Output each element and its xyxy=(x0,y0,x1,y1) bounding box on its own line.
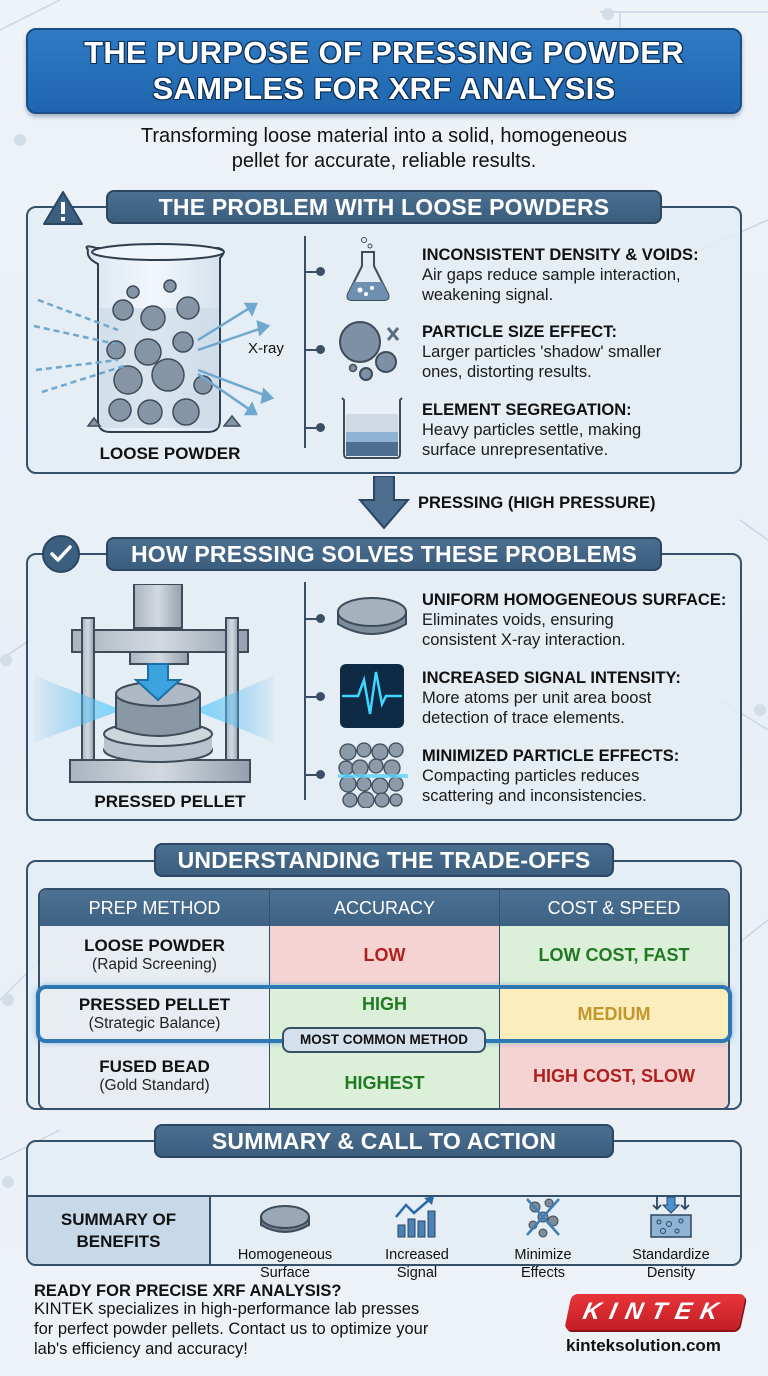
pressed-pellet-press-illustration xyxy=(34,584,274,783)
density-press-icon xyxy=(650,1196,692,1238)
flask-icon xyxy=(346,237,390,301)
problem-item-title: ELEMENT SEGREGATION: xyxy=(422,401,632,419)
compacted-particles-icon xyxy=(338,742,408,808)
cta-title: READY FOR PRECISE XRF ANALYSIS? xyxy=(34,1282,342,1300)
solution-item-title: UNIFORM HOMOGENEOUS SURFACE: xyxy=(422,591,727,609)
bar-chart-up-icon xyxy=(395,1196,436,1238)
sediment-beaker-icon xyxy=(341,397,403,459)
column-header: PREP METHOD xyxy=(40,890,270,926)
method-name: FUSED BEAD xyxy=(99,1057,210,1076)
solution-heading: HOW PRESSING SOLVES THESE PROBLEMS xyxy=(106,537,662,571)
connector-dot xyxy=(316,692,325,701)
summary-heading: SUMMARY & CALL TO ACTION xyxy=(154,1124,614,1158)
table-header-row: PREP METHOD ACCURACY COST & SPEED xyxy=(40,890,728,926)
solution-connector-line xyxy=(304,582,306,800)
page-title: THE PURPOSE OF PRESSING POWDER SAMPLES F… xyxy=(84,35,684,106)
table-row: LOOSE POWDER (Rapid Screening) LOW LOW C… xyxy=(40,926,728,984)
kintek-logo[interactable]: KINTEK xyxy=(564,1294,746,1330)
accuracy-value: HIGHEST xyxy=(344,1073,425,1093)
connector-dot xyxy=(316,423,325,432)
problem-item-desc: Air gaps reduce sample interaction,weake… xyxy=(422,266,681,304)
column-header: COST & SPEED xyxy=(500,890,728,926)
method-use: (Strategic Balance) xyxy=(88,1015,221,1032)
connector-dot xyxy=(316,614,325,623)
arrow-down-icon xyxy=(358,476,410,530)
method-use: (Gold Standard) xyxy=(99,1077,210,1094)
crossed-particles-icon xyxy=(526,1198,560,1238)
connector-dot xyxy=(316,267,325,276)
website-link[interactable]: kinteksolution.com xyxy=(566,1336,721,1355)
tradeoffs-heading: UNDERSTANDING THE TRADE-OFFS xyxy=(154,843,614,877)
signal-pulse-icon xyxy=(340,664,404,728)
column-header: ACCURACY xyxy=(270,890,500,926)
accuracy-value: LOW xyxy=(363,944,406,965)
method-name: LOOSE POWDER xyxy=(84,936,225,955)
pellet-disc-icon xyxy=(260,1205,310,1233)
most-common-badge: MOST COMMON METHOD xyxy=(282,1027,486,1053)
warning-icon xyxy=(43,191,83,225)
tradeoffs-table: PREP METHOD ACCURACY COST & SPEED LOOSE … xyxy=(38,888,730,1110)
pressed-pellet-caption: PRESSED PELLET xyxy=(94,792,246,811)
connector-dot xyxy=(316,345,325,354)
particles-icon xyxy=(339,321,400,381)
pressing-label: PRESSING (HIGH PRESSURE) xyxy=(418,494,656,512)
page-title-banner: THE PURPOSE OF PRESSING POWDER SAMPLES F… xyxy=(26,28,742,114)
xray-label: X-ray xyxy=(248,340,284,357)
problem-connector-line xyxy=(304,236,306,448)
problem-item-title: INCONSISTENT DENSITY & VOIDS: xyxy=(422,246,699,264)
cta-body: KINTEK specializes in high-performance l… xyxy=(34,1300,429,1358)
solution-item-title: MINIMIZED PARTICLE EFFECTS: xyxy=(422,747,680,765)
method-use: (Rapid Screening) xyxy=(92,956,217,973)
problem-item-title: PARTICLE SIZE EFFECT: xyxy=(422,323,617,341)
problem-heading: THE PROBLEM WITH LOOSE POWDERS xyxy=(106,190,662,224)
summary-divider xyxy=(28,1195,740,1197)
checkmark-icon xyxy=(42,535,80,573)
accuracy-value: HIGH xyxy=(362,994,407,1014)
table-row: PRESSED PELLET (Strategic Balance) HIGH … xyxy=(40,984,728,1044)
solution-item-title: INCREASED SIGNAL INTENSITY: xyxy=(422,669,681,687)
method-name: PRESSED PELLET xyxy=(78,995,231,1014)
pellet-disc-icon xyxy=(337,597,407,635)
cost-speed-value: HIGH COST, SLOW xyxy=(533,1065,695,1086)
page-subtitle: Transforming loose material into a solid… xyxy=(140,125,628,172)
loose-powder-beaker-illustration xyxy=(33,243,275,433)
cost-speed-value: MEDIUM xyxy=(577,1003,651,1024)
connector-dot xyxy=(316,770,325,779)
cost-speed-value: LOW COST, FAST xyxy=(538,944,690,965)
loose-powder-caption: LOOSE POWDER xyxy=(99,444,241,463)
table-row: FUSED BEAD (Gold Standard) HIGHEST HIGH … xyxy=(40,1044,728,1108)
